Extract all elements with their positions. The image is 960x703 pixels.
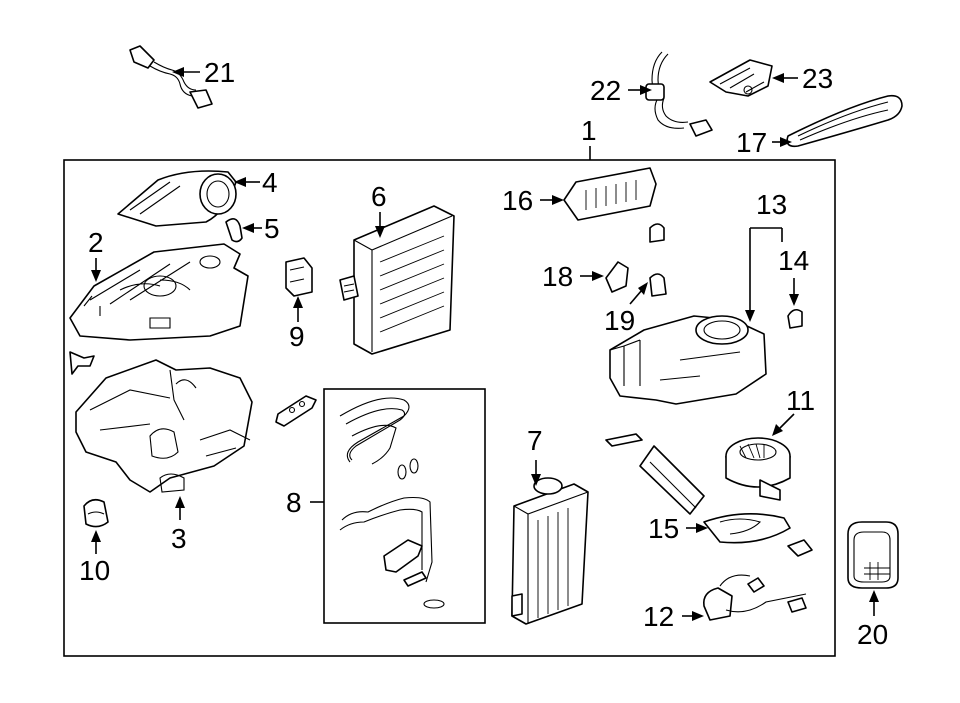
callout-9: 9	[289, 321, 305, 352]
part-2-upper-case	[69, 243, 249, 341]
part-9-relay	[285, 257, 313, 297]
callout-8: 8	[286, 487, 302, 518]
part-19-clip	[649, 273, 667, 297]
part-channel-bracket	[639, 445, 705, 515]
part-clip-16	[649, 223, 665, 243]
part-4-duct	[117, 170, 237, 227]
callout-16: 16	[502, 185, 533, 216]
callout-5: 5	[264, 213, 280, 244]
part-23-bracket	[709, 59, 773, 97]
callout-11: 11	[786, 385, 815, 416]
part-22-sensor	[645, 51, 713, 137]
part-18-bracket	[605, 261, 629, 293]
part-10-grommet	[83, 498, 109, 528]
part-12-harness	[702, 574, 807, 621]
callout-17: 17	[736, 127, 767, 158]
callout-19: 19	[604, 305, 635, 336]
callout-10: 10	[79, 555, 110, 586]
callout-22: 22	[590, 75, 621, 106]
callout-7: 7	[527, 425, 543, 456]
assembly-frame	[63, 159, 836, 657]
part-11-blower-motor	[725, 437, 791, 501]
callout-18: 18	[542, 261, 573, 292]
part-5-clip	[225, 218, 243, 243]
part-8-pipes	[339, 397, 445, 609]
callout-3: 3	[171, 523, 187, 554]
callout-14: 14	[778, 245, 809, 276]
kit-box	[323, 388, 486, 624]
leader-11	[779, 413, 795, 429]
part-14-clip	[787, 308, 803, 329]
part-21-sensor	[129, 45, 213, 109]
callout-4: 4	[262, 167, 278, 198]
callout-23: 23	[802, 63, 833, 94]
callout-21: 21	[204, 57, 235, 88]
callout-15: 15	[648, 513, 679, 544]
part-13-blower-case	[609, 315, 767, 405]
callout-12: 12	[643, 601, 674, 632]
part-17-grille	[786, 94, 903, 148]
callout-13: 13	[756, 189, 787, 220]
part-fastener-left	[69, 351, 95, 375]
leader-19	[629, 289, 643, 305]
part-15-fan	[703, 513, 813, 557]
part-3-lower-case	[75, 359, 253, 493]
part-16-filter	[563, 167, 657, 221]
part-6-evaporator	[339, 205, 455, 355]
part-fastener-mid	[605, 433, 643, 447]
callout-2: 2	[88, 227, 104, 258]
callout-20: 20	[857, 619, 888, 650]
callout-1: 1	[581, 115, 597, 146]
part-20-panel	[847, 521, 899, 589]
leader-13	[749, 227, 783, 312]
part-small-bracket	[275, 395, 317, 427]
callout-6: 6	[371, 181, 387, 212]
part-7-heater-core	[511, 477, 589, 625]
